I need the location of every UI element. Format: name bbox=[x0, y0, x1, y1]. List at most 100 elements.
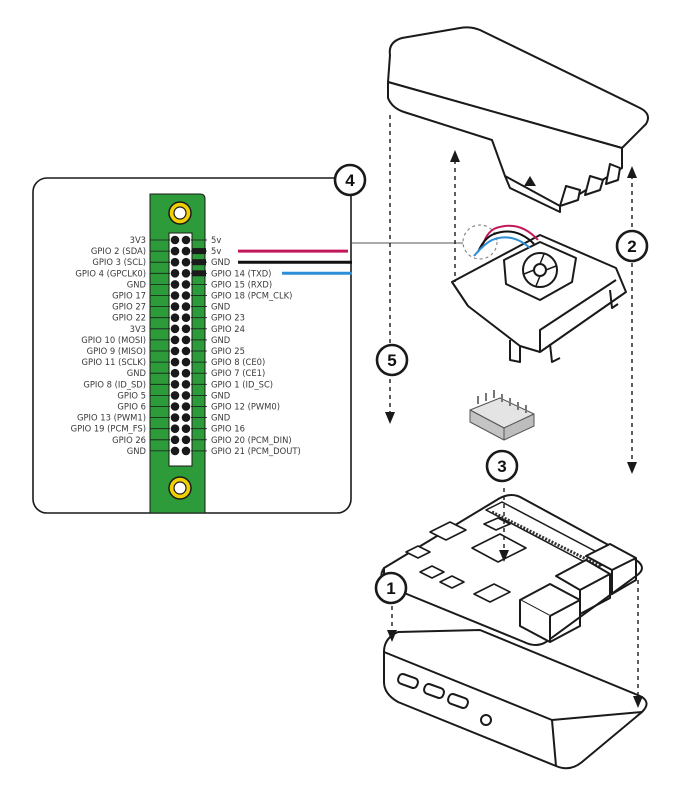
gpio-pin bbox=[181, 357, 191, 367]
step-badge-circle bbox=[375, 343, 409, 377]
gpio-pin bbox=[170, 257, 180, 267]
fan-wires bbox=[473, 224, 539, 257]
case-base bbox=[383, 629, 648, 770]
gpio-pin bbox=[181, 291, 191, 300]
step-badge-2: 2 bbox=[615, 229, 649, 263]
gpio-pin bbox=[170, 424, 180, 434]
gpio-pin bbox=[181, 335, 191, 345]
pin-label-right: GPIO 8 (CE0) bbox=[211, 357, 265, 367]
gpio-pin bbox=[181, 380, 191, 389]
pin-label-left: GPIO 10 (MOSI) bbox=[81, 335, 146, 345]
pin-label-left: GPIO 19 (PCM_FS) bbox=[71, 424, 146, 434]
gpio-pin bbox=[170, 302, 180, 311]
pin-label-right: 5v bbox=[211, 235, 221, 245]
fan-assembly bbox=[451, 234, 627, 363]
step-number: 2 bbox=[627, 237, 636, 256]
pin-label-right: GND bbox=[211, 413, 230, 423]
pin-label-left: GND bbox=[127, 368, 146, 378]
gpio-pin bbox=[181, 246, 191, 256]
gpio-pin bbox=[170, 291, 180, 300]
pin-label-right: GND bbox=[211, 390, 230, 400]
pin-label-left: GPIO 4 (GPCLK0) bbox=[75, 268, 146, 278]
pin-label-right: GPIO 14 (TXD) bbox=[211, 268, 271, 278]
jumper-connector bbox=[192, 270, 206, 277]
pin-label-left: GPIO 27 bbox=[112, 302, 146, 312]
callout-connector bbox=[351, 224, 498, 260]
case-lid bbox=[387, 26, 649, 213]
pin-label-right: GPIO 20 (PCM_DIN) bbox=[211, 435, 292, 445]
pin-label-left: GPIO 13 (PWM1) bbox=[77, 413, 146, 423]
pin-label-right: GPIO 12 (PWM0) bbox=[211, 402, 280, 412]
gpio-pin bbox=[181, 346, 191, 356]
gpio-pin bbox=[181, 413, 191, 422]
gpio-pin bbox=[170, 357, 180, 367]
gpio-pin bbox=[170, 391, 180, 400]
pin-label-left: GPIO 6 bbox=[117, 402, 146, 412]
pin-label-left: 3V3 bbox=[130, 235, 146, 245]
gpio-pin bbox=[170, 380, 180, 389]
arrow-heads bbox=[385, 150, 643, 708]
assembly-arrows bbox=[389, 115, 639, 700]
pin-label-left: GPIO 8 (ID_SD) bbox=[83, 379, 146, 389]
step-badge-5: 5 bbox=[375, 343, 409, 377]
gpio-pin bbox=[170, 313, 180, 323]
gpio-pin bbox=[181, 257, 191, 267]
gpio-wires bbox=[192, 248, 352, 277]
gpio-pin bbox=[181, 368, 191, 378]
gpio-pin bbox=[181, 313, 191, 323]
gpio-pin bbox=[181, 280, 191, 289]
jumper-connector bbox=[192, 248, 206, 255]
gpio-pin bbox=[181, 435, 191, 445]
mounting-hole-top bbox=[168, 201, 192, 225]
pin-label-right: GPIO 24 bbox=[211, 324, 245, 334]
pin-label-right: GPIO 18 (PCM_CLK) bbox=[211, 291, 292, 301]
step-badge-3: 3 bbox=[485, 449, 519, 483]
gpio-pins bbox=[150, 235, 207, 456]
pin-label-right: GND bbox=[211, 257, 230, 267]
gpio-pin bbox=[181, 402, 191, 411]
gpio-pin bbox=[170, 269, 180, 278]
pin-label-left: GPIO 26 bbox=[112, 435, 146, 445]
pin-label-left: GPIO 11 (SCLK) bbox=[82, 357, 146, 367]
gpio-pin bbox=[170, 413, 180, 422]
step-number: 5 bbox=[387, 351, 396, 370]
pin-label-right: GPIO 16 bbox=[211, 424, 245, 434]
gpio-pin bbox=[170, 280, 180, 289]
gpio-pin bbox=[170, 402, 180, 411]
pin-label-right: GPIO 23 bbox=[211, 313, 245, 323]
pin-label-left: GPIO 5 bbox=[117, 390, 146, 400]
pin-label-right: 5v bbox=[211, 246, 221, 256]
gpio-pin bbox=[170, 346, 180, 356]
gpio-pin bbox=[170, 335, 180, 345]
gpio-pin bbox=[181, 269, 191, 278]
step-badge-1: 1 bbox=[374, 571, 408, 605]
mounting-hole-bottom bbox=[168, 476, 192, 500]
pin-label-left: GPIO 9 (MISO) bbox=[87, 346, 146, 356]
gpio-pin bbox=[170, 246, 180, 256]
pin-label-left: 3V3 bbox=[130, 324, 146, 334]
pin-label-right: GPIO 25 bbox=[211, 346, 245, 356]
pin-label-left: GPIO 22 bbox=[112, 313, 146, 323]
pin-label-right: GPIO 21 (PCM_DOUT) bbox=[211, 446, 301, 456]
gpio-pin bbox=[181, 446, 191, 456]
pin-label-right: GPIO 15 (RXD) bbox=[211, 279, 272, 289]
gpio-pin bbox=[181, 235, 191, 245]
pin-label-left: GPIO 2 (SDA) bbox=[91, 246, 146, 256]
gpio-pin bbox=[170, 435, 180, 445]
gpio-pin bbox=[181, 324, 191, 334]
pin-label-left: GND bbox=[127, 446, 146, 456]
step-number: 1 bbox=[386, 579, 395, 598]
pin-label-right: GND bbox=[211, 302, 230, 312]
pin-label-left: GPIO 17 bbox=[112, 291, 146, 301]
gpio-pin bbox=[170, 368, 180, 378]
gpio-pin bbox=[181, 424, 191, 434]
step-badge-circle bbox=[485, 449, 519, 483]
pin-label-left: GPIO 3 (SCL) bbox=[92, 257, 146, 267]
pin-label-right: GPIO 1 (ID_SC) bbox=[211, 379, 273, 389]
gpio-pin bbox=[170, 324, 180, 334]
gpio-pin bbox=[170, 446, 180, 456]
